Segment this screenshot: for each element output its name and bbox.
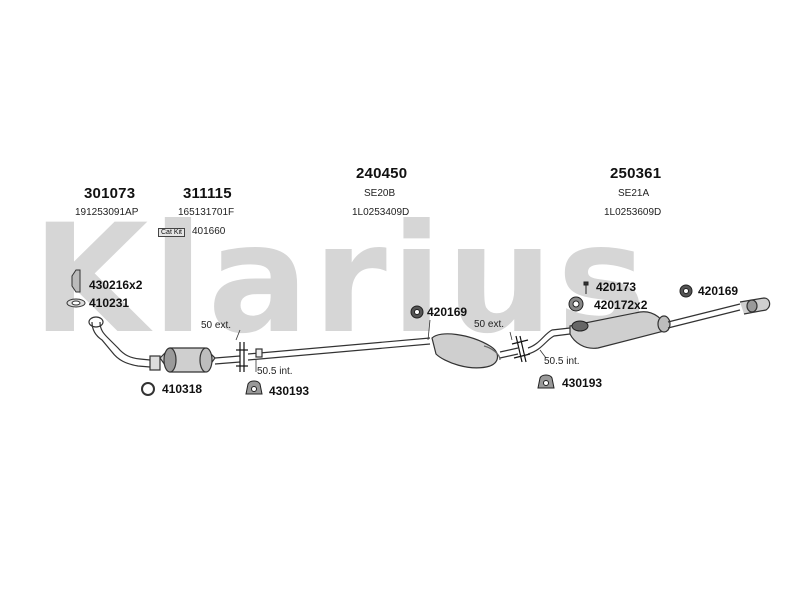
part-420173: 420173 xyxy=(596,280,637,294)
part-410231: 410231 xyxy=(89,296,130,310)
middle-silencer xyxy=(431,333,519,369)
part-430216x2: 430216x2 xyxy=(89,278,143,292)
joint-1 xyxy=(236,342,248,372)
part-420169-a: 420169 xyxy=(427,305,468,319)
part-420172x2: 420172x2 xyxy=(594,298,648,312)
rubber-mount-icon xyxy=(245,380,263,395)
intermediate-pipe xyxy=(247,337,431,361)
header-ref-1: 191253091AP xyxy=(75,207,139,218)
rubber-mount-icon-2 xyxy=(537,374,555,389)
bolt-icon xyxy=(583,281,589,294)
part-410318: 410318 xyxy=(162,382,203,396)
label-int-1: 50.5 int. xyxy=(257,366,293,377)
rear-silencer xyxy=(527,297,771,355)
header-number-1: 301073 xyxy=(84,185,136,202)
header-code-4: SE21A xyxy=(618,188,650,199)
hanger-ring-icon xyxy=(410,305,424,319)
catalytic-converter xyxy=(159,347,241,373)
cat-kit-badge: Cat Kit xyxy=(158,228,186,237)
ring-gasket-icon xyxy=(141,382,155,396)
flange-clamp-icon xyxy=(571,320,589,332)
clamp-icon xyxy=(71,269,81,293)
header-ref-3: 1L0253409D xyxy=(352,207,410,218)
hanger-ring-icon-2 xyxy=(679,284,693,298)
part-430193-b: 430193 xyxy=(562,376,603,390)
header-number-4: 250361 xyxy=(610,165,662,182)
joint-2 xyxy=(511,335,531,363)
brand-watermark: Klarius xyxy=(32,193,651,367)
part-420169-b: 420169 xyxy=(698,284,739,298)
part-430193-a: 430193 xyxy=(269,384,310,398)
header-code-3: SE20B xyxy=(364,188,396,199)
label-int-2: 50.5 int. xyxy=(544,356,580,367)
label-ext-2: 50 ext. xyxy=(474,319,505,330)
flange-icon xyxy=(568,296,584,312)
label-ext-1: 50 ext. xyxy=(201,320,232,331)
header-number-3: 240450 xyxy=(356,165,408,182)
header-ref-4: 1L0253609D xyxy=(604,207,662,218)
gasket-icon xyxy=(66,298,86,308)
header-ref-2: 165131701F xyxy=(178,207,235,218)
cat-kit-number: 401660 xyxy=(192,226,226,237)
header-number-2: 311115 xyxy=(183,185,232,202)
downpipe xyxy=(88,316,161,371)
